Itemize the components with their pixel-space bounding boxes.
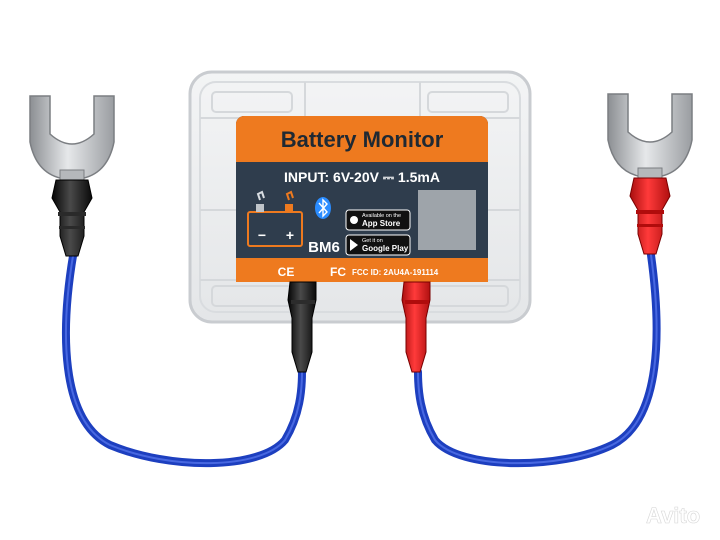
red-lead-clip [401,281,431,373]
app-store-small: Available on the [362,213,401,219]
avito-watermark: Avito [613,501,700,528]
ce-mark: CE [278,265,295,279]
play-icon [350,239,358,251]
google-play-badge: Get it on Google Play [345,234,411,256]
input-spec: INPUT: 6V-20V ⎓ 1.5mA [284,169,440,185]
black-lead-clip [287,281,317,373]
battery-icon: − + [247,190,303,247]
left-black-sleeve [51,179,93,257]
avito-logo-icon [613,505,631,523]
google-play-small: Get it on [362,238,383,244]
app-store-badge: Available on the App Store [345,209,411,231]
fcc-id: FCC ID: 2AU4A-191114 [352,268,439,277]
qr-code [418,190,476,250]
left-fork-terminal [29,95,115,185]
google-play-big: Google Play [362,244,409,253]
model-name: BM6 [308,239,340,256]
product-label: Battery Monitor INPUT: 6V-20V ⎓ 1.5mA − … [236,116,488,282]
avito-text: Avito [646,503,700,528]
label-title: Battery Monitor [281,127,444,152]
right-red-sleeve [629,177,671,255]
battery-minus: − [258,227,266,243]
apple-icon [350,216,358,224]
battery-plus: + [286,227,294,243]
app-store-big: App Store [362,219,401,228]
right-fork-terminal [607,93,693,183]
fcc-mark: FC [330,265,346,279]
bluetooth-icon [315,197,331,219]
